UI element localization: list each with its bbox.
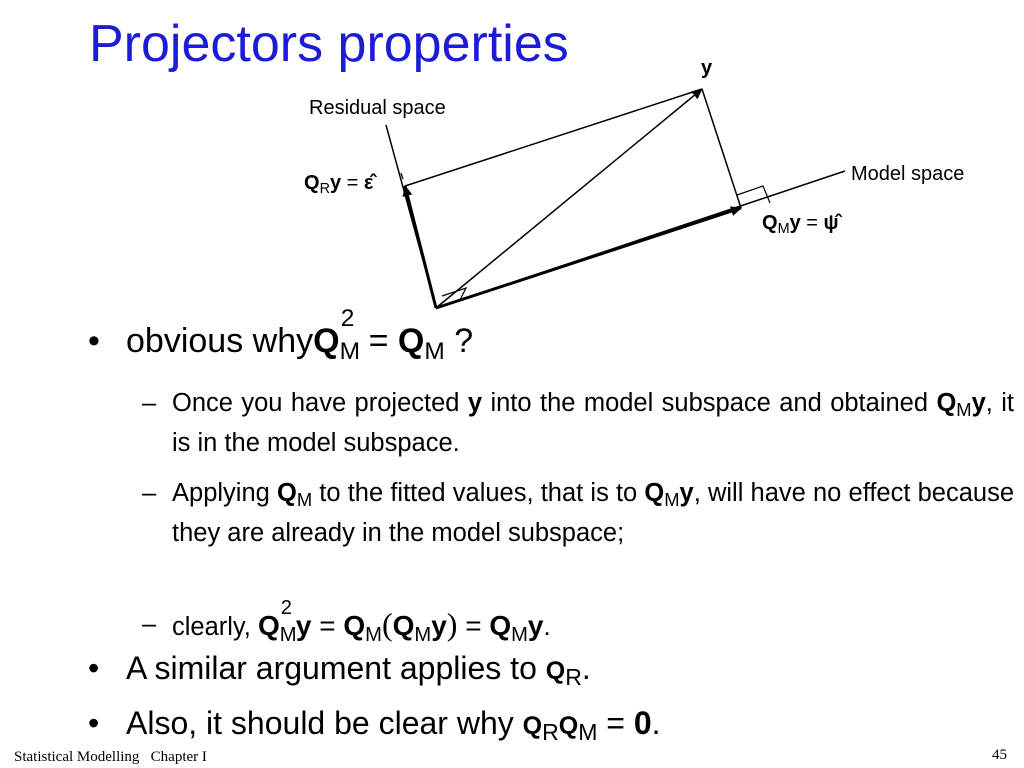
bullet-also-clear: •Also, it should be clear why QRQM = 0.	[88, 705, 661, 746]
label-model-space: Model space	[851, 163, 965, 185]
y-vector	[435, 88, 703, 309]
footer-page-number: 45	[992, 747, 1007, 763]
model-equation: QMy = ψ̂	[762, 212, 839, 238]
bullet-similar-argument: •A similar argument applies to QR.	[88, 650, 591, 691]
residual-equation: QRy = ε̂	[304, 172, 374, 198]
subbullet-projected: – Once you have projected y into the mod…	[142, 389, 1015, 457]
parallelogram-top	[404, 88, 703, 187]
footer-course-title: Statistical Modelling Chapter I	[14, 749, 207, 765]
projection-diagram	[385, 88, 846, 310]
right-angle-model	[736, 185, 771, 204]
slide-title: Projectors properties	[89, 15, 569, 73]
fitted-vector	[435, 206, 742, 310]
label-y: y	[701, 57, 713, 79]
right-angle-origin	[441, 286, 468, 301]
parallelogram-right	[701, 88, 742, 209]
right-angle-residual	[400, 172, 404, 180]
subbullet-applying: – Applying QM to the fitted values, that…	[142, 479, 1014, 547]
label-residual-space: Residual space	[309, 97, 446, 119]
residual-vector	[402, 185, 438, 309]
